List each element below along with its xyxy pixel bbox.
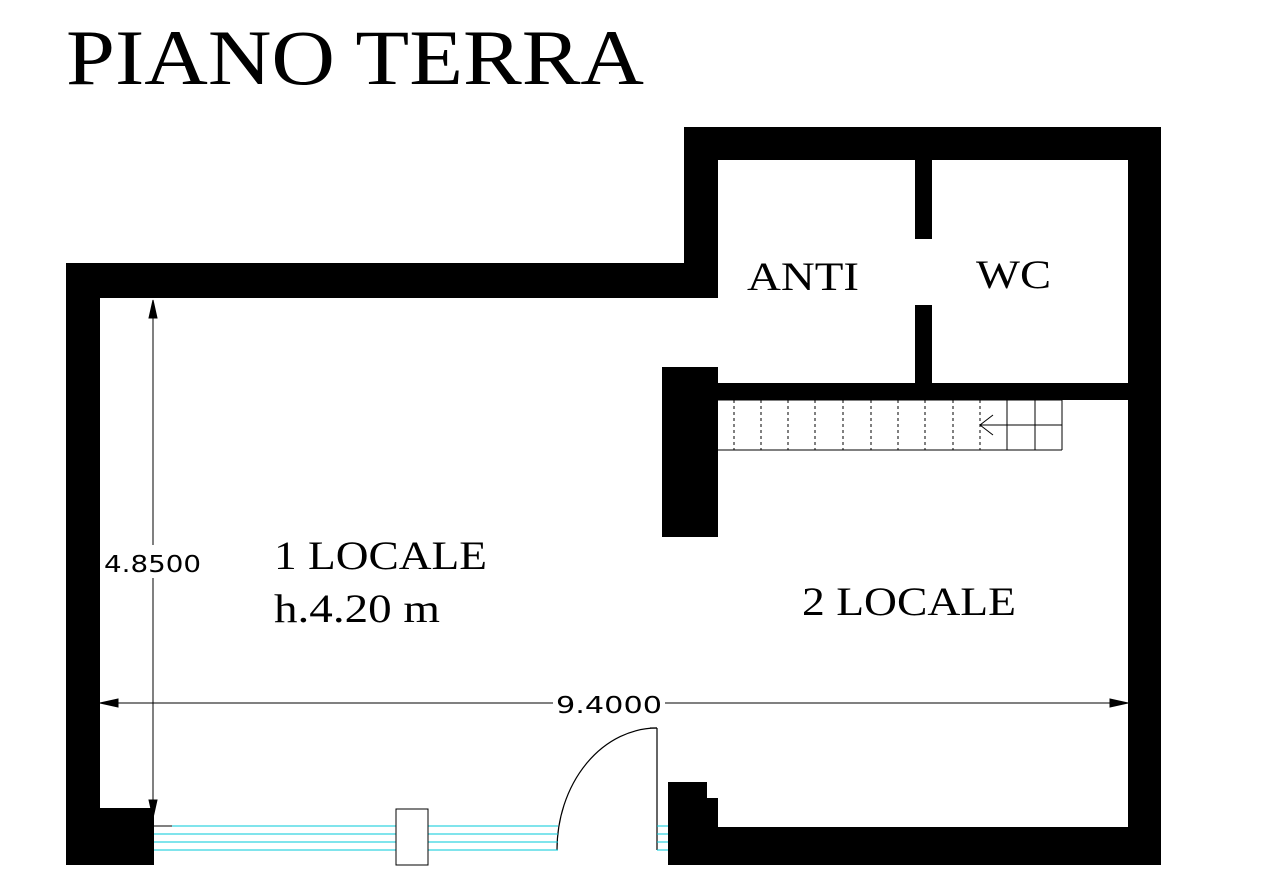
plan-title: PIANO TERRA bbox=[66, 14, 644, 101]
dimension-vertical-label: 4.8500 bbox=[104, 552, 201, 578]
wall-anti-wc-upper bbox=[915, 158, 932, 239]
dimension-lines bbox=[99, 299, 1129, 819]
wall-left bbox=[66, 263, 100, 865]
room-label-locale-1: 1 LOCALE bbox=[274, 533, 487, 578]
window-mullion bbox=[395, 808, 429, 866]
wall-bottom-left-stub bbox=[66, 808, 154, 865]
stairs bbox=[718, 399, 1063, 451]
wall-right bbox=[1128, 127, 1161, 865]
dimension-arrow-left bbox=[99, 698, 119, 708]
wall-top-left bbox=[66, 263, 718, 298]
room-label-anti: ANTI bbox=[747, 254, 859, 299]
walls bbox=[66, 127, 1161, 865]
door-swing-arc bbox=[556, 727, 658, 851]
wall-anti-wc-lower bbox=[915, 305, 932, 387]
dimension-horizontal-label: 9.4000 bbox=[556, 693, 662, 719]
room-label-locale-2: 2 LOCALE bbox=[802, 579, 1016, 624]
glazing-frame bbox=[154, 808, 429, 866]
stair-pillar bbox=[662, 367, 718, 537]
wall-bottom-right bbox=[668, 782, 1161, 865]
dimension-arrow-down bbox=[148, 799, 158, 819]
front-glazing bbox=[154, 825, 668, 851]
room-label-locale-1-height: h.4.20 m bbox=[274, 586, 440, 631]
entrance-door bbox=[556, 727, 658, 851]
wall-upper-top bbox=[684, 127, 1161, 160]
wall-bathroom-bottom bbox=[718, 383, 1130, 400]
dimension-arrow-up bbox=[148, 299, 158, 319]
room-label-wc: WC bbox=[976, 252, 1051, 297]
dimension-arrow-right bbox=[1109, 698, 1129, 708]
